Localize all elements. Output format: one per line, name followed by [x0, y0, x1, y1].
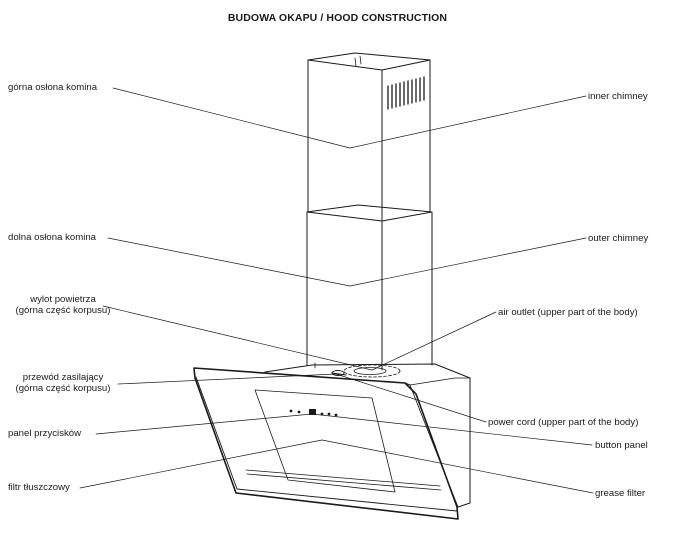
label-inner-chimney-en: inner chimney [588, 91, 648, 102]
hood-body-drawing [264, 363, 471, 508]
label-lower-chimney-pl: dolna osłona komina [8, 232, 97, 243]
power-cord-drawing [331, 370, 347, 376]
glass-panel-drawing [193, 367, 459, 520]
label-button-panel-pl: panel przycisków [8, 428, 82, 439]
label-grease-filter-pl: filtr tłuszczowy [8, 482, 70, 493]
label-outer-chimney-en: outer chimney [588, 233, 649, 244]
label-button-panel-en: button panel [595, 440, 648, 451]
page-title: BUDOWA OKAPU / HOOD CONSTRUCTION [227, 12, 448, 24]
grease-filter-drawing [245, 389, 442, 493]
outer-chimney-drawing [306, 204, 433, 371]
air-outlet-drawing [343, 364, 401, 378]
label-air-outlet-pl: wylot powietrza (górna część korpusu) [15, 294, 111, 316]
vent-grille-icon [387, 76, 425, 110]
label-power-cord-pl: przewód zasilający (górna część korpusu) [15, 372, 111, 394]
label-grease-filter-en: grease filter [595, 488, 646, 499]
label-upper-chimney-pl: górna osłona komina [8, 82, 98, 93]
label-power-cord-en: power cord (upper part of the body) [488, 417, 639, 428]
label-air-outlet-en: air outlet (upper part of the body) [498, 307, 638, 318]
leader-lines [79, 87, 594, 494]
inner-chimney-drawing [307, 52, 431, 221]
